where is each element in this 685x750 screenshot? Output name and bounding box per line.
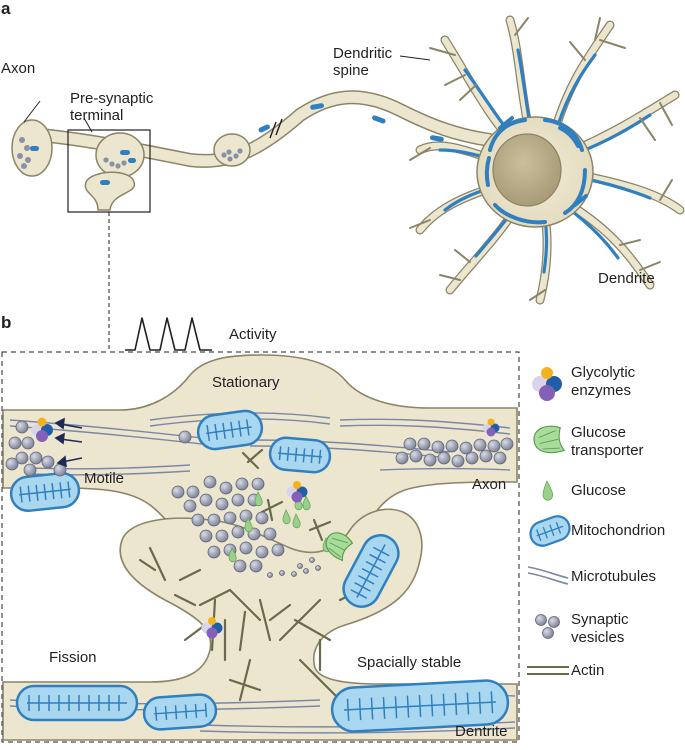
glucose-icon — [542, 480, 554, 501]
legend-microtubules: Microtubules — [571, 568, 657, 585]
dendrite-label-b: Dentrite — [455, 723, 508, 740]
terminal-bouton-boxed — [95, 132, 145, 178]
presynaptic-terminal-label: Pre-synaptic terminal — [70, 90, 154, 124]
legend-icons — [527, 367, 571, 675]
terminal-bouton-mid — [213, 133, 251, 167]
legend-synaptic-vesicles: Synaptic vesicles — [571, 611, 629, 646]
nucleus — [492, 133, 562, 207]
dendritic-spine-label: Dendritic spine — [333, 45, 393, 79]
activity-trace — [125, 317, 212, 351]
legend-glycolytic-enzymes: Glycolytic enzymes — [571, 364, 636, 399]
activity-label: Activity — [229, 326, 277, 343]
axon-label-b: Axon — [472, 476, 507, 493]
axon-label-a: Axon — [1, 60, 36, 77]
panel-a-illustration — [11, 15, 685, 352]
spatially-stable-label: Spacially stable — [357, 654, 462, 671]
panel-b-illustration — [1, 317, 520, 743]
dendritic-tree — [409, 15, 685, 305]
panel-a-letter: a — [1, 0, 11, 18]
legend-mitochondrion: Mitochondrion — [571, 522, 666, 539]
legend-glucose-transporter: Glucose transporter — [571, 424, 644, 459]
legend-actin: Actin — [571, 662, 605, 679]
fission-label: Fission — [49, 649, 97, 666]
stationary-label: Stationary — [212, 374, 280, 391]
legend-glucose: Glucose — [571, 482, 627, 499]
actin-icon — [527, 666, 569, 675]
motile-label: Motile — [84, 470, 125, 487]
glycolytic-enzyme-clusters — [31, 417, 500, 639]
synaptic-vesicles-icon — [535, 614, 560, 639]
glucose-transporter-icon — [533, 425, 566, 454]
postsynaptic-spine-a — [84, 171, 135, 211]
synaptic-vesicles — [5, 420, 514, 578]
panel-b-letter: b — [1, 313, 12, 332]
panel-b-frame — [1, 351, 520, 743]
dendrite-mitochondria — [15, 679, 510, 733]
glycolytic-enzymes-icon — [532, 367, 562, 401]
mitochondrion-icon — [529, 515, 571, 547]
dendrite-label-a: Dendrite — [598, 270, 655, 287]
microtubules-icon — [527, 566, 569, 585]
axon-mitochondria — [9, 409, 400, 608]
